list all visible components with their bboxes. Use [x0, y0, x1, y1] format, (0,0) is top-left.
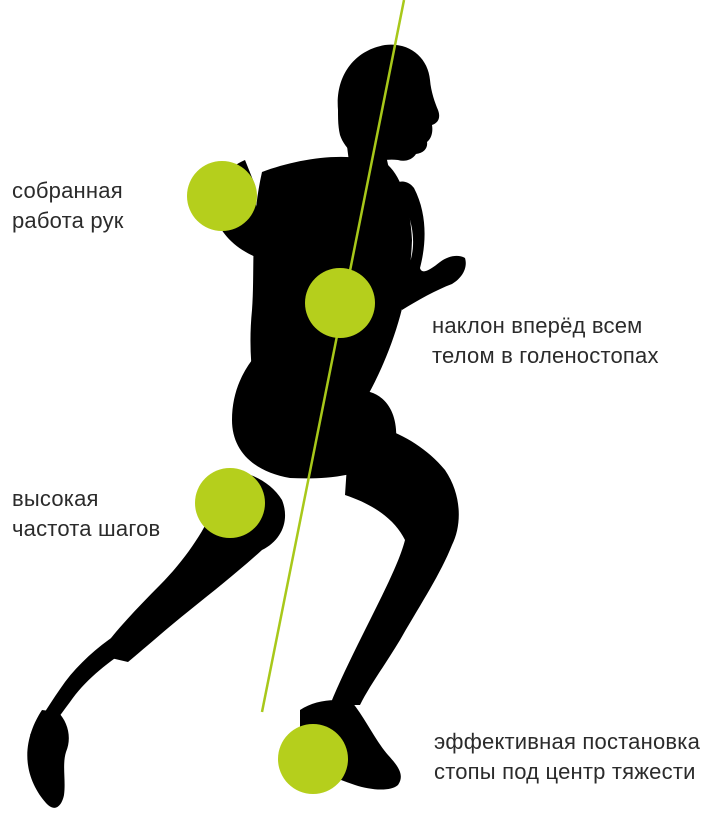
foot-label-line2: стопы под центр тяжести	[434, 757, 700, 787]
arms-focus-circle	[187, 161, 257, 231]
lean-label-line1: наклон вперёд всем	[432, 311, 659, 341]
cadence-label-line1: высокая	[12, 484, 160, 514]
cadence-focus-circle	[195, 468, 265, 538]
arms-label: собранная работа рук	[12, 176, 124, 236]
lean-label: наклон вперёд всем телом в голеностопах	[432, 311, 659, 371]
runner-back-foot	[27, 710, 69, 808]
foot-label-line1: эффективная постановка	[434, 727, 700, 757]
lean-focus-circle	[305, 268, 375, 338]
cadence-label: высокая частота шагов	[12, 484, 160, 544]
arms-label-line2: работа рук	[12, 206, 124, 236]
runner-silhouette	[27, 45, 465, 808]
cadence-label-line2: частота шагов	[12, 514, 160, 544]
lean-label-line2: телом в голеностопах	[432, 341, 659, 371]
runner-front-leg	[330, 420, 459, 705]
foot-focus-circle	[278, 724, 348, 794]
foot-label: эффективная постановка стопы под центр т…	[434, 727, 700, 787]
arms-label-line1: собранная	[12, 176, 124, 206]
